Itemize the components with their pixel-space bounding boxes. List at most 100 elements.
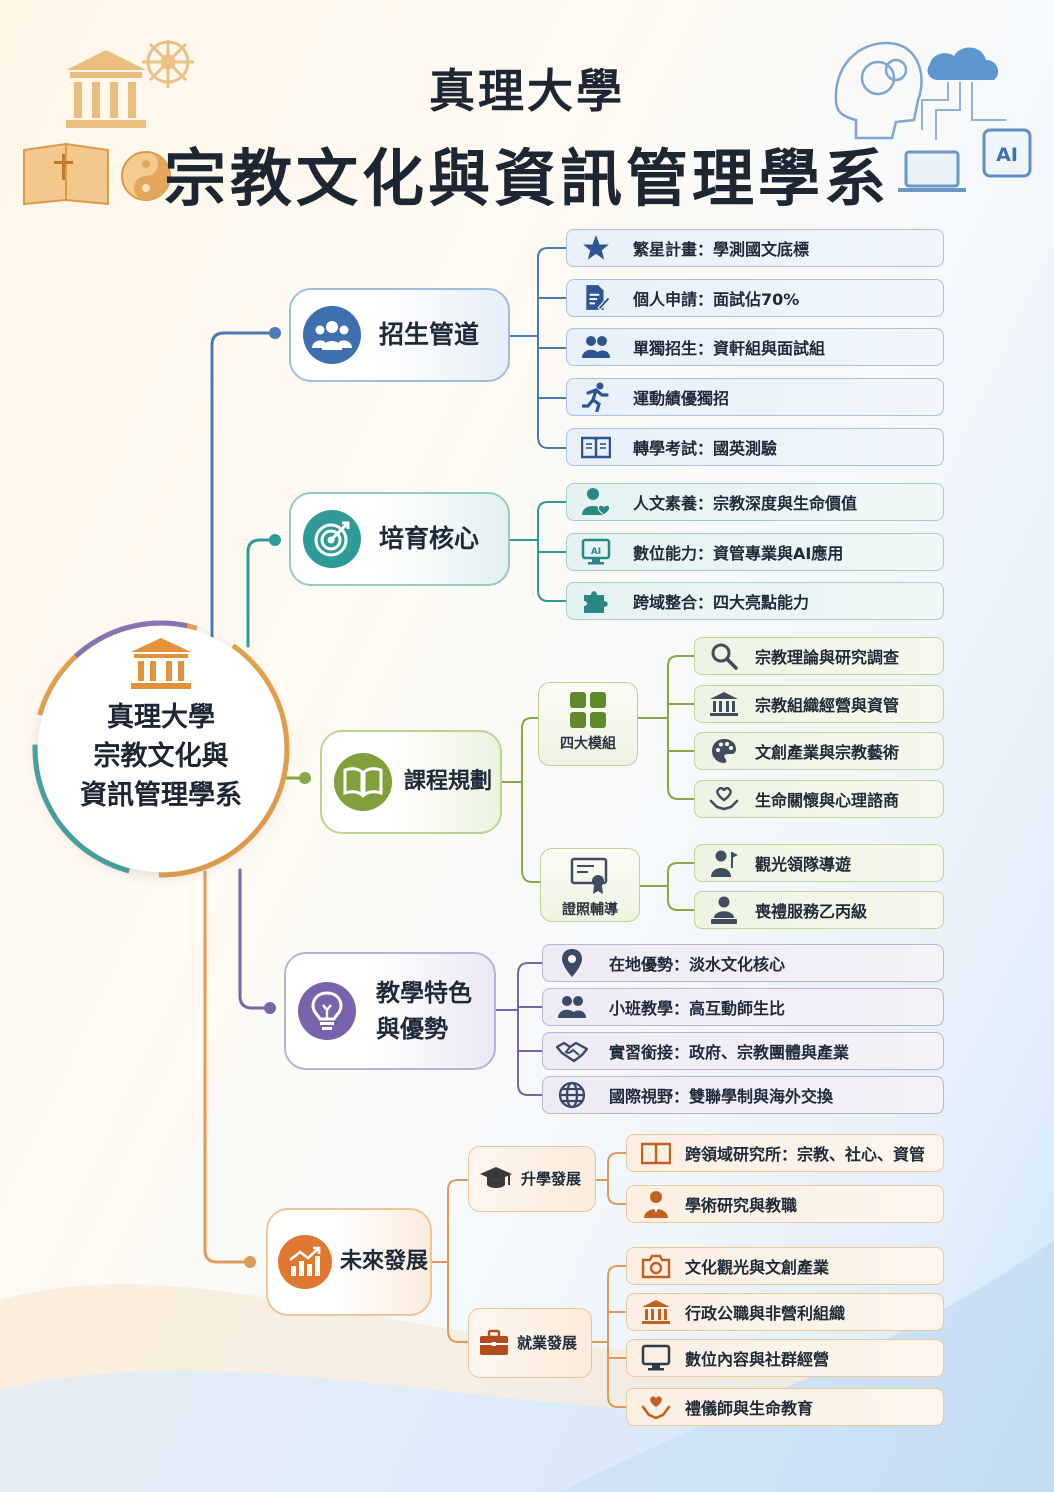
- list-item-text: 生命關懷與心理諮商: [755, 791, 900, 810]
- list-item: 個人申請：面試佔70%: [566, 279, 944, 317]
- center-ring: [32, 620, 290, 878]
- branch-label-line: 教學特色: [376, 979, 472, 1007]
- list-item-text: 文創產業與宗教藝術: [755, 743, 900, 762]
- list-item: 文化觀光與文創產業: [626, 1247, 944, 1285]
- institution-icon: [707, 687, 741, 721]
- list-item: 繁星計畫：學測國文底標: [566, 229, 944, 267]
- tour-guide-icon: [707, 846, 741, 880]
- branch-future[interactable]: 未來發展: [266, 1208, 432, 1316]
- monitor-icon: [639, 1341, 673, 1375]
- list-item-text: 單獨招生：資軒組與面試組: [633, 339, 826, 358]
- open-book-icon: [639, 1136, 673, 1170]
- handshake-icon: [555, 1034, 589, 1068]
- list-item: 行政公職與非營利組織: [626, 1293, 944, 1331]
- list-item-text: 國際視野：雙聯學制與海外交換: [609, 1087, 834, 1106]
- star-icon: [579, 231, 613, 265]
- temple-roof-icon: [66, 50, 146, 70]
- list-item-text: 跨域整合：四大亮點能力: [633, 593, 810, 612]
- list-item: 學術研究與教職: [626, 1185, 944, 1223]
- list-item-text: 宗教理論與研究調查: [755, 648, 900, 667]
- subbranch-label: 就業發展: [517, 1334, 578, 1352]
- list-item: 生命關懷與心理諮商: [694, 780, 944, 818]
- growth-chart-icon: [278, 1235, 332, 1289]
- list-item-text: 繁星計畫：學測國文底標: [633, 240, 810, 259]
- branch-curriculum[interactable]: 課程規劃: [320, 730, 502, 834]
- briefcase-icon: [480, 1329, 508, 1355]
- subbranch-career[interactable]: 就業發展: [468, 1308, 592, 1378]
- svg-text:AI: AI: [591, 547, 601, 557]
- branch-label: 招生管道: [379, 320, 480, 349]
- subbranch-label: 證照輔導: [562, 902, 618, 918]
- funeral-service-icon: [707, 893, 741, 927]
- ai-chip-icon: AI: [982, 128, 1032, 178]
- religion-icons-decoration: [23, 40, 194, 206]
- list-item-text: 運動績優獨招: [633, 389, 730, 408]
- list-item: AI 數位能力：資管專業與AI應用: [566, 533, 944, 571]
- list-item-text: 喪禮服務乙丙級: [755, 902, 868, 921]
- users-icon: [579, 330, 613, 364]
- center-title-line: 資訊管理學系: [80, 780, 242, 811]
- list-item-text: 個人申請：面試佔70%: [633, 290, 800, 309]
- target-icon: [303, 510, 361, 568]
- camera-icon: [639, 1249, 673, 1283]
- subbranch-modules[interactable]: 四大模組: [538, 682, 638, 766]
- list-item: 實習銜接：政府、宗教團體與產業: [542, 1032, 944, 1070]
- list-item-text: 人文素養：宗教深度與生命價值: [633, 494, 858, 513]
- list-item-text: 小班教學：高互動師生比: [609, 999, 786, 1018]
- technology-icons-decoration: AI: [834, 41, 1032, 192]
- background-waves: [0, 1240, 1054, 1492]
- branch-label: 培育核心: [379, 524, 480, 553]
- branch-label-line: 與優勢: [376, 1015, 448, 1043]
- page-title-line2: 宗教文化與資訊管理學系: [163, 142, 890, 215]
- page-title-line1: 真理大學: [429, 64, 625, 118]
- branch-label: 教學特色 與優勢: [376, 975, 472, 1047]
- branch-label: 未來發展: [340, 1249, 429, 1274]
- list-item: 小班教學：高互動師生比: [542, 988, 944, 1026]
- center-title-line: 真理大學: [107, 702, 215, 733]
- center-node: [38, 626, 284, 872]
- subbranch-certificates[interactable]: 證照輔導: [540, 848, 640, 922]
- branch-features[interactable]: 教學特色 與優勢: [284, 952, 496, 1070]
- list-item-text: 數位內容與社群經營: [685, 1350, 830, 1369]
- list-item: 跨領域研究所：宗教、社心、資管: [626, 1134, 944, 1172]
- puzzle-icon: [579, 584, 613, 618]
- graduation-cap-icon: [480, 1167, 512, 1188]
- grid-four-icon: [570, 692, 606, 728]
- list-item-text: 數位能力：資管專業與AI應用: [633, 544, 844, 563]
- list-item: 單獨招生：資軒組與面試組: [566, 328, 944, 366]
- branch-core[interactable]: 培育核心: [289, 492, 510, 586]
- list-item-text: 宗教組織經營與資管: [755, 696, 900, 715]
- list-item-text: 跨領域研究所：宗教、社心、資管: [685, 1145, 926, 1164]
- list-item: 國際視野：雙聯學制與海外交換: [542, 1076, 944, 1114]
- branch-label: 課程規劃: [404, 769, 493, 794]
- list-item: 文創產業與宗教藝術: [694, 732, 944, 770]
- bible-icon: [23, 142, 109, 206]
- list-item: 禮儀師與生命教育: [626, 1388, 944, 1426]
- list-item: 運動績優獨招: [566, 378, 944, 416]
- list-item: 宗教理論與研究調查: [694, 637, 944, 675]
- globe-icon: [555, 1078, 589, 1112]
- list-item-text: 觀光領隊導遊: [755, 855, 852, 874]
- list-item-text: 文化觀光與文創產業: [685, 1258, 830, 1277]
- subbranch-study[interactable]: 升學發展: [468, 1146, 596, 1212]
- list-item-text: 行政公職與非營利組織: [685, 1304, 846, 1323]
- palette-icon: [707, 734, 741, 768]
- list-item-text: 轉學考試：國英測驗: [633, 439, 778, 458]
- list-item: 宗教組織經營與資管: [694, 685, 944, 723]
- list-item: 觀光領隊導遊: [694, 844, 944, 882]
- svg-text:AI: AI: [996, 144, 1018, 166]
- person-heart-icon: [579, 485, 613, 519]
- list-item: 轉學考試：國英測驗: [566, 428, 944, 466]
- list-item: 人文素養：宗教深度與生命價值: [566, 483, 944, 521]
- users-icon: [555, 990, 589, 1024]
- center-title: 真理大學 宗教文化與 資訊管理學系: [38, 698, 284, 815]
- document-edit-icon: [579, 281, 613, 315]
- branch-admission[interactable]: 招生管道: [289, 288, 510, 382]
- laptop-icon: [898, 150, 966, 192]
- dharma-wheel-icon: [142, 40, 194, 88]
- care-hands-icon: [639, 1390, 673, 1424]
- location-pin-icon: [555, 946, 589, 980]
- list-item-text: 實習銜接：政府、宗教團體與產業: [609, 1043, 850, 1062]
- lightbulb-icon: [298, 982, 356, 1040]
- certificate-icon: [570, 857, 608, 894]
